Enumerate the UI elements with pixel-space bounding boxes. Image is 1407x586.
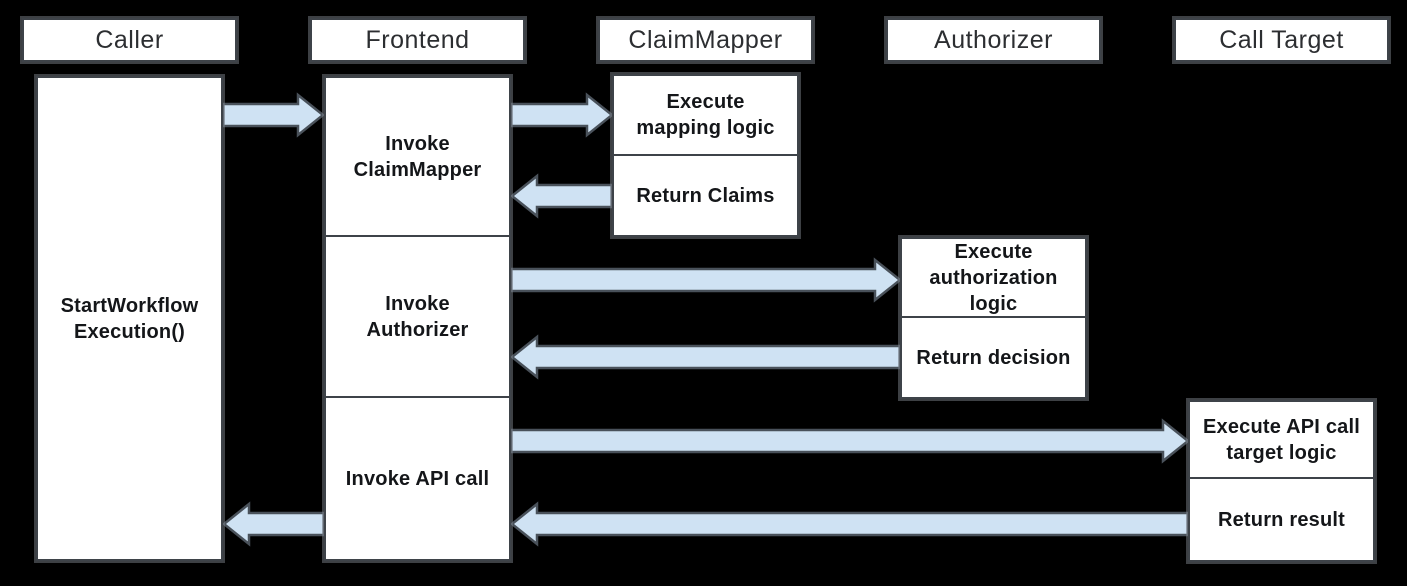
calltarget-activation-box: Execute API call target logic Return res… bbox=[1188, 400, 1375, 562]
lane-header-caller: Caller bbox=[22, 18, 237, 62]
frontend-section-label: Invoke ClaimMapper bbox=[353, 132, 482, 181]
frontend-section-invoke-claimmapper: Invoke ClaimMapper bbox=[326, 78, 509, 237]
authorizer-cell-label: Execute authorization logic bbox=[929, 240, 1058, 315]
frontend-section-invoke-api-call: Invoke API call bbox=[326, 398, 509, 559]
claimmapper-cell-return: Return Claims bbox=[614, 156, 797, 235]
arrow-caller-to-frontend bbox=[221, 92, 326, 138]
arrow-claimmapper-to-frontend bbox=[509, 173, 614, 219]
lane-header-calltarget: Call Target bbox=[1174, 18, 1389, 62]
arrow-frontend-to-caller bbox=[221, 501, 326, 547]
authorizer-cell-label: Return decision bbox=[916, 346, 1071, 369]
calltarget-cell-label: Execute API call target logic bbox=[1203, 415, 1360, 464]
lane-header-claimmapper: ClaimMapper bbox=[598, 18, 813, 62]
arrow-calltarget-to-frontend bbox=[509, 501, 1190, 547]
frontend-section-label: Invoke API call bbox=[345, 467, 490, 490]
arrow-authorizer-to-frontend bbox=[509, 334, 902, 380]
lane-header-authorizer: Authorizer bbox=[886, 18, 1101, 62]
calltarget-cell-label: Return result bbox=[1217, 508, 1346, 531]
calltarget-cell-return: Return result bbox=[1190, 479, 1373, 560]
authorizer-cell-return: Return decision bbox=[902, 318, 1085, 397]
claimmapper-cell-label: Return Claims bbox=[636, 184, 775, 207]
caller-box-label: StartWorkflow Execution() bbox=[60, 294, 199, 343]
claimmapper-activation-box: Execute mapping logic Return Claims bbox=[612, 74, 799, 237]
arrow-frontend-to-authorizer bbox=[509, 257, 903, 303]
arrow-frontend-to-calltarget bbox=[509, 418, 1191, 464]
authorizer-cell-execute: Execute authorization logic bbox=[902, 239, 1085, 318]
claimmapper-cell-label: Execute mapping logic bbox=[636, 91, 775, 139]
arrow-frontend-to-claimmapper bbox=[509, 92, 615, 138]
frontend-section-invoke-authorizer: Invoke Authorizer bbox=[326, 237, 509, 398]
calltarget-cell-execute: Execute API call target logic bbox=[1190, 402, 1373, 479]
lane-header-frontend: Frontend bbox=[310, 18, 525, 62]
frontend-section-label: Invoke Authorizer bbox=[366, 292, 469, 341]
authorizer-activation-box: Execute authorization logic Return decis… bbox=[900, 237, 1087, 399]
frontend-activation-box: Invoke ClaimMapper Invoke Authorizer Inv… bbox=[324, 76, 511, 561]
claimmapper-cell-execute: Execute mapping logic bbox=[614, 76, 797, 156]
caller-activation-box: StartWorkflow Execution() bbox=[36, 76, 223, 561]
